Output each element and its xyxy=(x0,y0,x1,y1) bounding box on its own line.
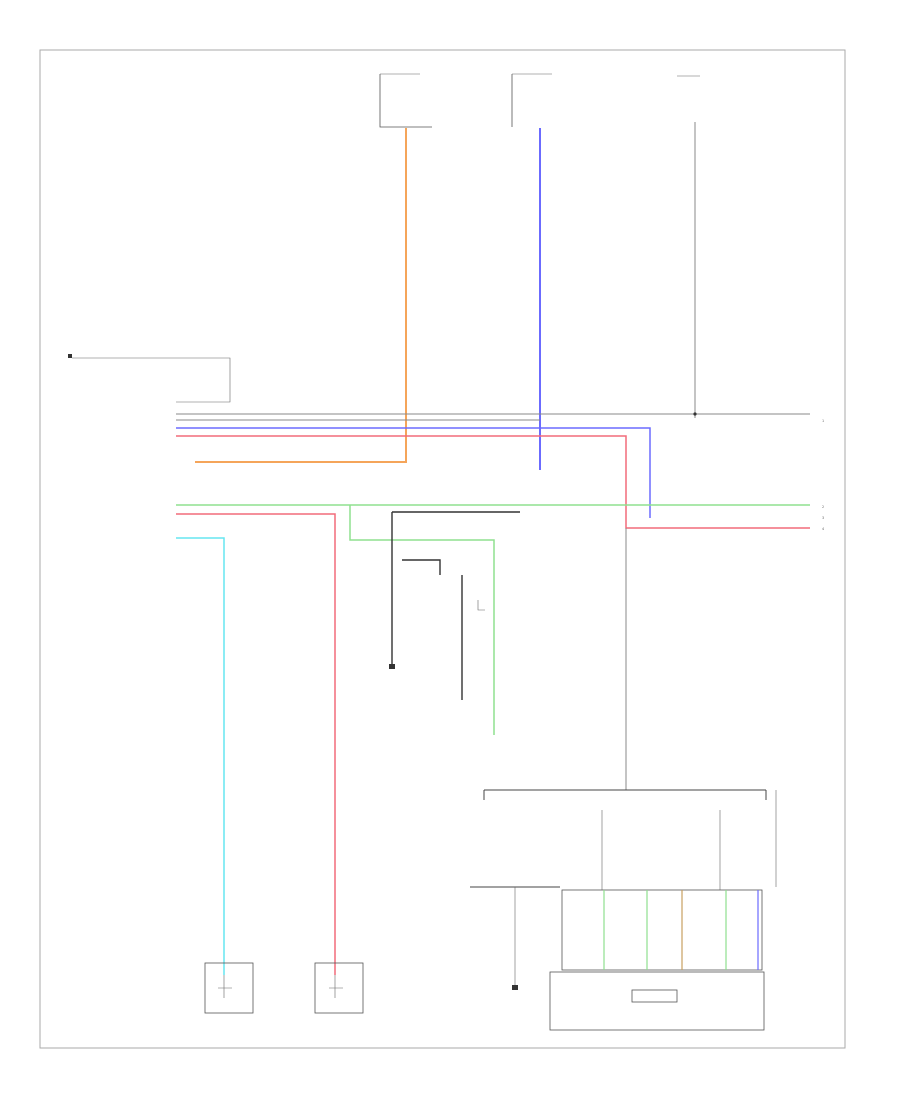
switch-left xyxy=(204,962,254,1014)
fuse-box-middle xyxy=(511,73,552,127)
diagram-border xyxy=(39,49,846,1049)
wire-green-branch xyxy=(349,505,495,735)
wire-orange-vertical xyxy=(195,128,407,463)
wire-cyan-left xyxy=(176,537,225,975)
fuse-box-left xyxy=(379,73,432,128)
svg-text:2: 2 xyxy=(822,505,824,509)
module-bottom xyxy=(470,790,777,1031)
svg-text:1: 1 xyxy=(822,419,824,423)
wire-red-bus xyxy=(176,435,810,529)
module-left xyxy=(68,354,231,403)
right-terminals: 1 2 3 4 xyxy=(822,419,824,531)
svg-text:3: 3 xyxy=(822,516,824,520)
switch-right xyxy=(314,962,364,1014)
wire-black-center xyxy=(391,511,520,700)
wire-blue-bus xyxy=(176,427,651,518)
svg-text:4: 4 xyxy=(822,527,824,531)
wire-red-left xyxy=(176,513,336,975)
